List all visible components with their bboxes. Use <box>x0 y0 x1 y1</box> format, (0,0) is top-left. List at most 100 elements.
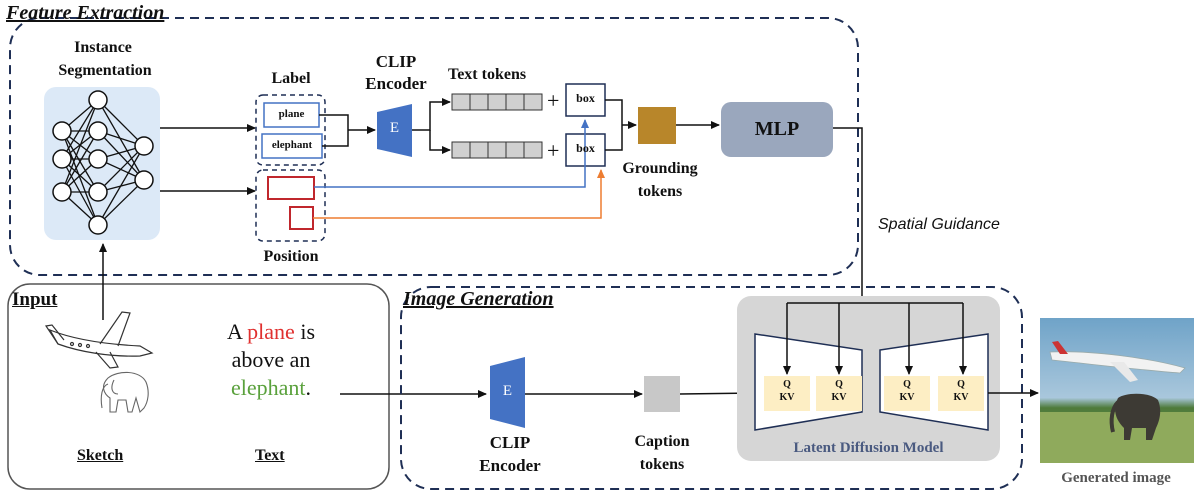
input-caption-text: A plane is above an elephant. <box>196 318 346 402</box>
clip-generation-line2: Encoder <box>479 456 541 475</box>
nn-edge <box>97 99 145 147</box>
nn-node <box>88 182 108 202</box>
caption-word-elephant: elephant <box>230 375 306 400</box>
nn-node <box>52 182 72 202</box>
feature-extraction-title: Feature Extraction <box>6 2 165 24</box>
instance-seg-label-line2: Segmentation <box>58 62 152 79</box>
label-to-encoder-connector <box>319 114 349 147</box>
encoder-letter-generation: E <box>502 383 513 399</box>
nn-node <box>134 170 154 190</box>
position-plane-to-box-arrow <box>314 119 589 188</box>
text-token-row-elephant <box>451 141 543 159</box>
caption-word-is: is <box>294 319 316 344</box>
grounding-tokens-line2: tokens <box>637 183 683 200</box>
box-label-1: box <box>576 91 595 105</box>
nn-edge <box>61 99 99 160</box>
label-plane-box <box>263 102 320 128</box>
feature-extraction-frame <box>9 17 859 276</box>
label-group-title: Label <box>271 70 311 87</box>
grounding-tokens-line1: Grounding <box>622 160 698 177</box>
nn-edge <box>61 99 99 193</box>
neural-network-nodes <box>52 90 154 235</box>
caption-tokens-line1: Caption <box>634 433 690 450</box>
image-generation-frame <box>400 286 1023 490</box>
nn-edge <box>97 145 145 226</box>
attention-box-2 <box>816 376 862 411</box>
position-group-title: Position <box>263 248 319 265</box>
position-elephant-to-box-arrow <box>313 169 605 219</box>
nn-edge <box>97 99 145 181</box>
caption-period: . <box>305 375 312 400</box>
caption-word-a: A <box>226 319 248 344</box>
box-to-grounding-connector <box>605 99 623 151</box>
encoder-to-text-tokens-connector-2 <box>429 130 451 154</box>
caption-word-plane: plane <box>247 319 295 344</box>
text-token-cell <box>469 93 489 111</box>
text-token-cell <box>469 141 489 159</box>
text-token-cell <box>451 93 471 111</box>
caption-tokens-line2: tokens <box>639 456 685 473</box>
mlp-label: MLP <box>754 118 800 140</box>
label-plane-text: plane <box>278 108 305 120</box>
spatial-guidance-connector <box>833 127 863 303</box>
clip-feature-line1: CLIP <box>375 52 417 71</box>
sketch-plane-icon <box>44 311 154 369</box>
sketch-elephant-icon <box>100 371 149 414</box>
text-token-cell <box>523 93 543 111</box>
plus-sign-2: + <box>547 138 560 163</box>
sketch-label: Sketch <box>77 447 124 464</box>
input-title: Input <box>12 289 58 310</box>
text-token-cell <box>505 141 525 159</box>
nn-edge <box>97 179 145 226</box>
ldm-label: Latent Diffusion Model <box>793 440 944 456</box>
box-label-2: box <box>576 141 595 155</box>
label-group-frame <box>255 94 326 166</box>
clip-generation-line1: CLIP <box>489 433 531 452</box>
nn-edge <box>61 130 99 193</box>
text-token-cell <box>505 93 525 111</box>
attention-box-4 <box>938 376 984 411</box>
nn-node <box>52 149 72 169</box>
clip-encoder-feature <box>377 104 412 157</box>
position-group-frame <box>255 169 326 242</box>
nn-node <box>88 90 108 110</box>
attention-box-3 <box>884 376 930 411</box>
text-token-cell <box>523 141 543 159</box>
clip-feature-line2: Encoder <box>365 74 427 93</box>
grounding-token <box>638 107 676 144</box>
text-tokens-title: Text tokens <box>448 66 527 83</box>
spatial-guidance-label: Spatial Guidance <box>878 216 1000 233</box>
nn-edge <box>97 130 145 181</box>
input-frame <box>7 283 390 490</box>
text-token-cell <box>451 141 471 159</box>
nn-node <box>88 149 108 169</box>
nn-node <box>134 136 154 156</box>
generated-image-label: Generated image <box>1061 470 1171 486</box>
attention-box-1 <box>764 376 810 411</box>
nn-edge <box>61 130 99 226</box>
instance-seg-label-line1: Instance <box>74 39 132 56</box>
label-elephant-text: elephant <box>271 139 313 151</box>
encoder-letter-feature: E <box>389 120 400 136</box>
nn-node <box>88 121 108 141</box>
nn-node <box>52 121 72 141</box>
text-token-cell <box>487 93 507 111</box>
mlp-block <box>721 102 833 157</box>
text-label: Text <box>255 447 285 464</box>
clip-encoder-generation <box>490 357 525 428</box>
generated-image <box>1040 318 1194 463</box>
nn-edge <box>97 145 145 193</box>
nn-node <box>88 215 108 235</box>
image-generation-title: Image Generation <box>403 288 554 310</box>
text-token-row-plane <box>451 93 543 111</box>
encoder-to-text-tokens-connector <box>412 98 451 131</box>
plus-sign-1: + <box>547 88 560 113</box>
position-elephant-box <box>289 206 314 230</box>
caption-token <box>644 376 680 412</box>
text-token-cell <box>487 141 507 159</box>
